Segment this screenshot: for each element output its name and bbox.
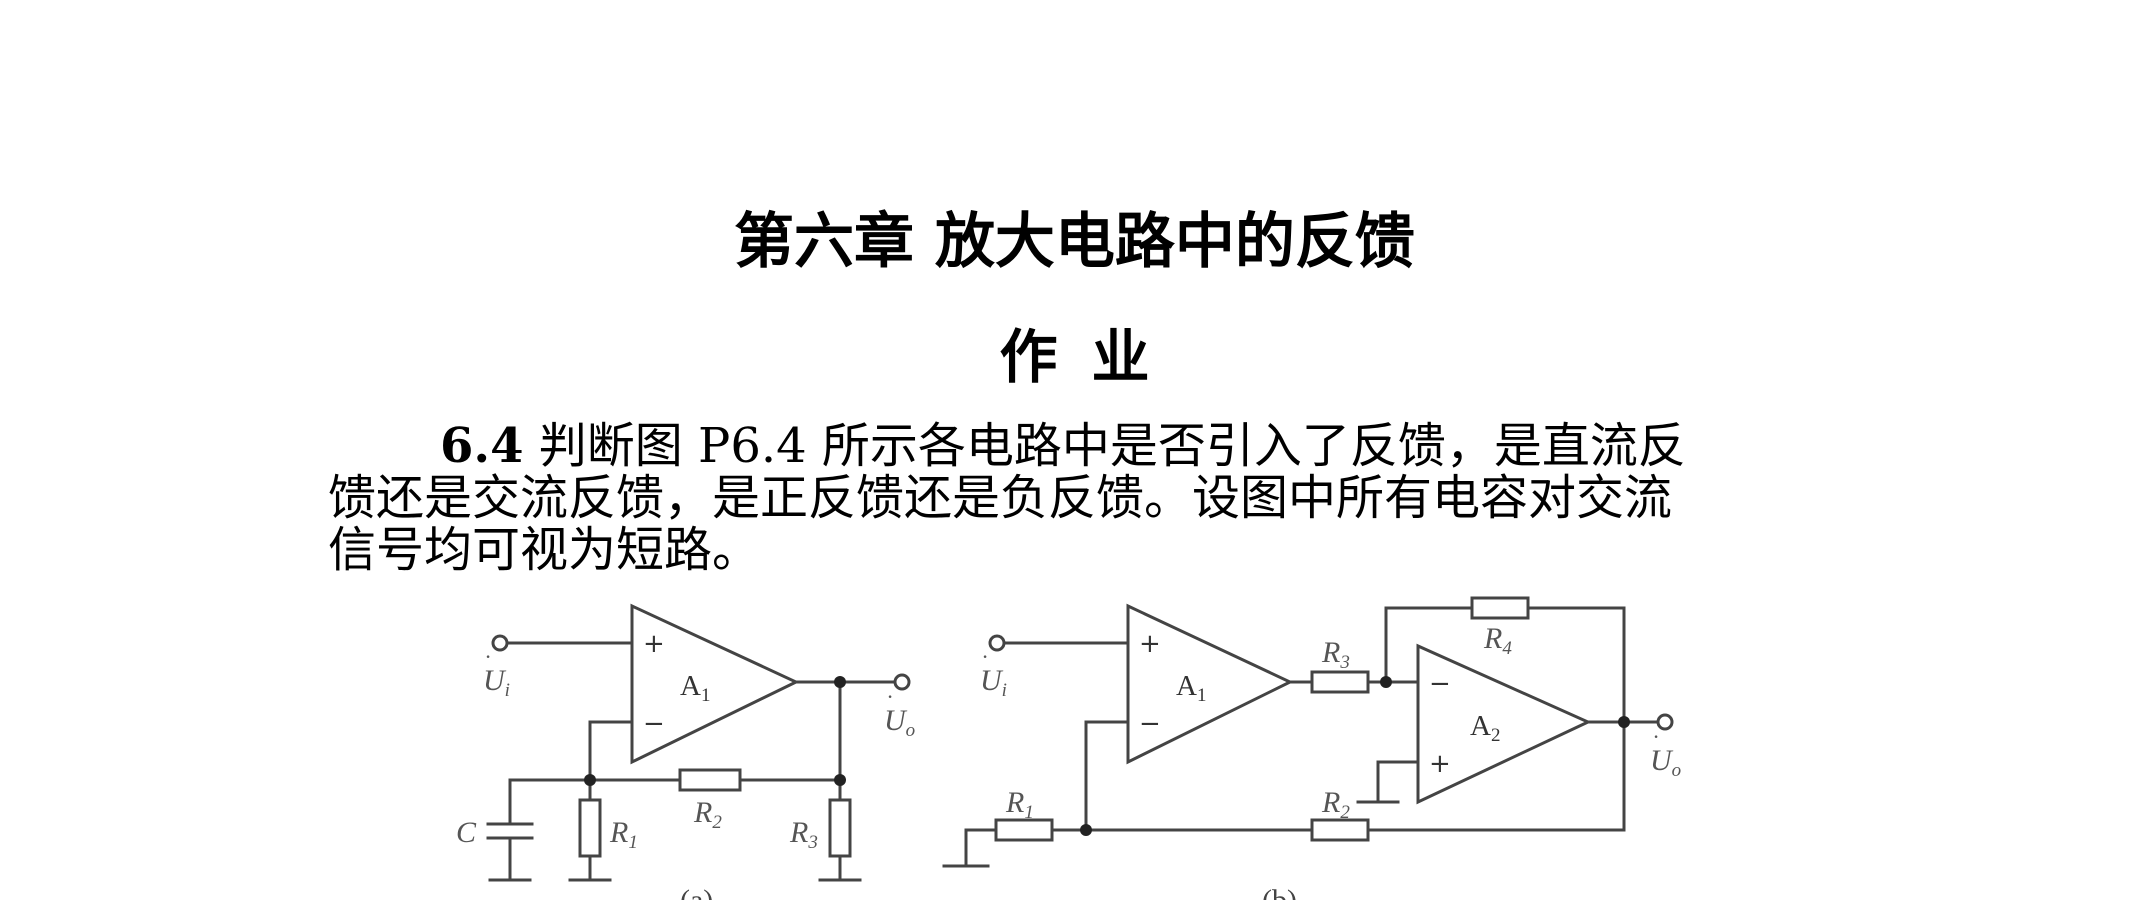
problem-line-1: 6.4 判断图 P6.4 所示各电路中是否引入了反馈，是直流反 <box>328 420 1828 472</box>
opamp-a1-plus: + <box>643 629 665 659</box>
cap-label-a: C <box>456 816 477 849</box>
input-terminal-a <box>491 634 509 652</box>
output-label-b: Uo <box>1650 744 1681 781</box>
opamp-b2 <box>1416 643 1592 805</box>
output-terminal-b <box>1656 713 1674 731</box>
input-dot-a: · <box>485 644 491 669</box>
opamp-b2-minus: − <box>1429 669 1451 699</box>
input-terminal-b <box>988 634 1006 652</box>
circuit-a <box>486 603 911 882</box>
chapter-name: 放大电路中的反馈 <box>934 207 1415 277</box>
resistor-r3-b <box>1310 670 1370 694</box>
opamp-a1 <box>630 603 800 765</box>
opamp-b1-minus: − <box>1139 709 1161 739</box>
chapter-title: 第六章 放大电路中的反馈 <box>0 205 2149 279</box>
circuit-b <box>942 596 1674 868</box>
problem-statement: 6.4 判断图 P6.4 所示各电路中是否引入了反馈，是直流反 馈还是交流反馈，… <box>328 420 1828 576</box>
r2-label-a: R2 <box>693 796 722 833</box>
output-dot-a: · <box>887 684 893 709</box>
resistor-r3-a <box>828 798 852 858</box>
resistor-r2-a <box>678 768 742 792</box>
input-dot-b: · <box>982 644 988 669</box>
r3-label-a: R3 <box>789 816 818 853</box>
resistor-r4-b <box>1470 596 1530 620</box>
opamp-b1-plus: + <box>1139 629 1161 659</box>
r4-label-b: R4 <box>1483 622 1512 659</box>
r3-label-b: R3 <box>1321 636 1350 673</box>
output-terminal-a <box>893 673 911 691</box>
input-label-a: Ui <box>483 664 510 701</box>
resistor-r2-b <box>1310 818 1370 842</box>
opamp-b2-label: A2 <box>1470 710 1500 746</box>
resistor-r1-b <box>994 818 1054 842</box>
opamp-b2-plus: + <box>1429 749 1451 779</box>
problem-number: 6.4 <box>440 418 524 474</box>
caption-b: (b) <box>1262 884 1297 900</box>
output-label-a: Uo <box>884 704 915 741</box>
input-label-b: Ui <box>980 664 1007 701</box>
resistor-r1-a <box>578 798 602 858</box>
r2-label-b: R2 <box>1321 786 1350 823</box>
output-dot-b: · <box>1653 724 1659 749</box>
chapter-prefix: 第六章 <box>734 207 915 277</box>
caption-a: (a) <box>680 884 713 900</box>
opamp-b1 <box>1126 603 1294 765</box>
r1-label-b: R1 <box>1005 786 1034 823</box>
opamp-b1-label: A1 <box>1176 670 1206 706</box>
opamp-a1-minus: − <box>643 709 665 739</box>
problem-line-3: 信号均可视为短路。 <box>328 522 761 578</box>
r1-label-a: R1 <box>609 816 638 853</box>
section-title: 作业 <box>999 323 1184 391</box>
problem-line-2: 馈还是交流反馈，是正反馈还是负反馈。设图中所有电容对交流 <box>328 470 1673 526</box>
problem-text-1: 判断图 P6.4 所示各电路中是否引入了反馈，是直流反 <box>538 418 1686 474</box>
opamp-a1-label: A1 <box>680 670 710 706</box>
